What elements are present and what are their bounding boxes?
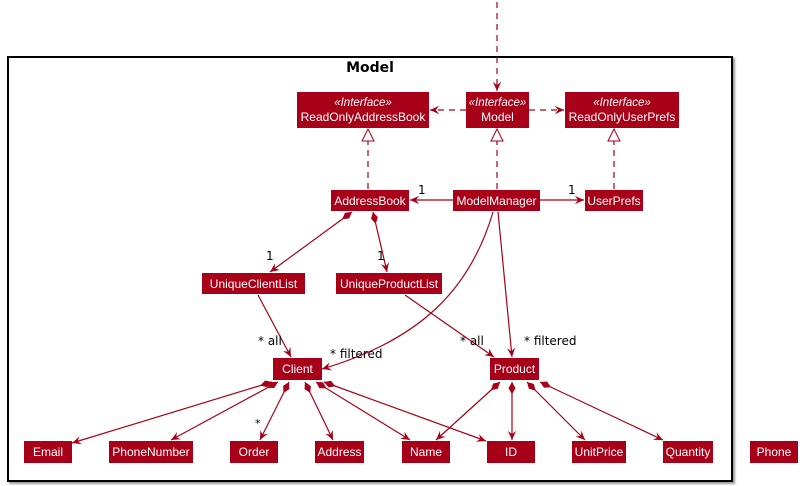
class-name-attr[interactable]: Name [402,441,450,463]
edge-uniqueclientlist-client [257,294,292,358]
class-name: UserPrefs [587,193,641,208]
class-readonlyaddressbook[interactable]: «Interface» ReadOnlyAddressBook [297,92,429,128]
multiplicity-mm-addressbook: 1 [418,183,426,197]
class-id[interactable]: ID [487,441,535,463]
class-name: Client [282,362,313,376]
edge-modelmanager-product [497,211,516,358]
multiplicity-client-order: * [255,417,261,430]
multiplicity-ab-productlist: 1 [377,249,385,263]
edge-client-email [71,380,273,445]
edge-client-address [304,381,334,441]
class-name: Quantity [665,445,711,459]
class-name: Name [409,445,442,459]
edge-addressbook-uniqueclientlist [269,211,353,273]
class-name: Model [481,110,514,124]
multiplicity-mm-userprefs: 1 [568,183,576,197]
stereotype-label: «Interface» [334,97,392,109]
edge-product-quantity [539,381,664,441]
class-quantity[interactable]: Quantity [663,441,713,463]
package-title: Model [346,60,394,76]
class-name: Email [32,445,63,459]
multiplicity-mm-client: * filtered [330,347,383,361]
class-name: Product [493,362,536,376]
class-userprefs[interactable]: UserPrefs [585,190,643,211]
class-name: PhoneNumber [112,445,190,459]
class-product[interactable]: Product [490,358,539,380]
class-unitprice[interactable]: UnitPrice [572,441,626,463]
edge-product-name [435,381,501,441]
stereotype-label: «Interface» [468,97,527,109]
stereotype-label: «Interface» [593,97,651,109]
edge-client-phonenumber [170,381,279,441]
class-name: ModelManager [456,193,537,208]
edge-addressbook-uniqueproductlist [370,211,389,273]
class-uniqueclientlist[interactable]: UniqueClientList [202,273,305,294]
class-addressbook[interactable]: AddressBook [331,190,409,211]
class-name: ReadOnlyUserPrefs [568,110,676,124]
class-name: UnitPrice [574,445,624,459]
class-email[interactable]: Email [24,441,72,463]
edge-client-id [323,380,487,442]
class-name: Order [238,445,270,459]
class-address[interactable]: Address [315,441,364,463]
class-name: ID [505,445,517,459]
class-name: Phone [756,445,792,459]
class-uniqueproductlist[interactable]: UniqueProductList [336,273,442,294]
class-name: UniqueProductList [339,276,439,291]
class-readonlyuserprefs[interactable]: «Interface» ReadOnlyUserPrefs [565,92,679,128]
edge-product-unitprice [526,381,586,441]
multiplicity-ab-clientlist: 1 [266,249,274,263]
multiplicity-clientlist-client: * all [258,334,282,348]
class-modelmanager[interactable]: ModelManager [453,190,540,211]
class-client[interactable]: Client [273,358,322,380]
class-name: UniqueClientList [209,276,298,291]
class-name: ReadOnlyAddressBook [300,110,426,124]
edge-uniqueproductlist-product [404,294,495,358]
class-phonenumber[interactable]: PhoneNumber [109,441,193,463]
edge-client-order [259,381,290,441]
class-name: AddressBook [334,193,406,208]
multiplicity-productlist-product: * all [460,334,484,348]
edge-client-name [315,381,411,441]
class-name: Address [317,445,362,459]
class-model[interactable]: «Interface» Model [466,92,529,128]
class-order[interactable]: Order [230,441,278,463]
class-phone[interactable]: Phone [750,441,798,463]
edge-modelmanager-client [321,211,494,371]
multiplicity-mm-product: * filtered [524,334,577,348]
